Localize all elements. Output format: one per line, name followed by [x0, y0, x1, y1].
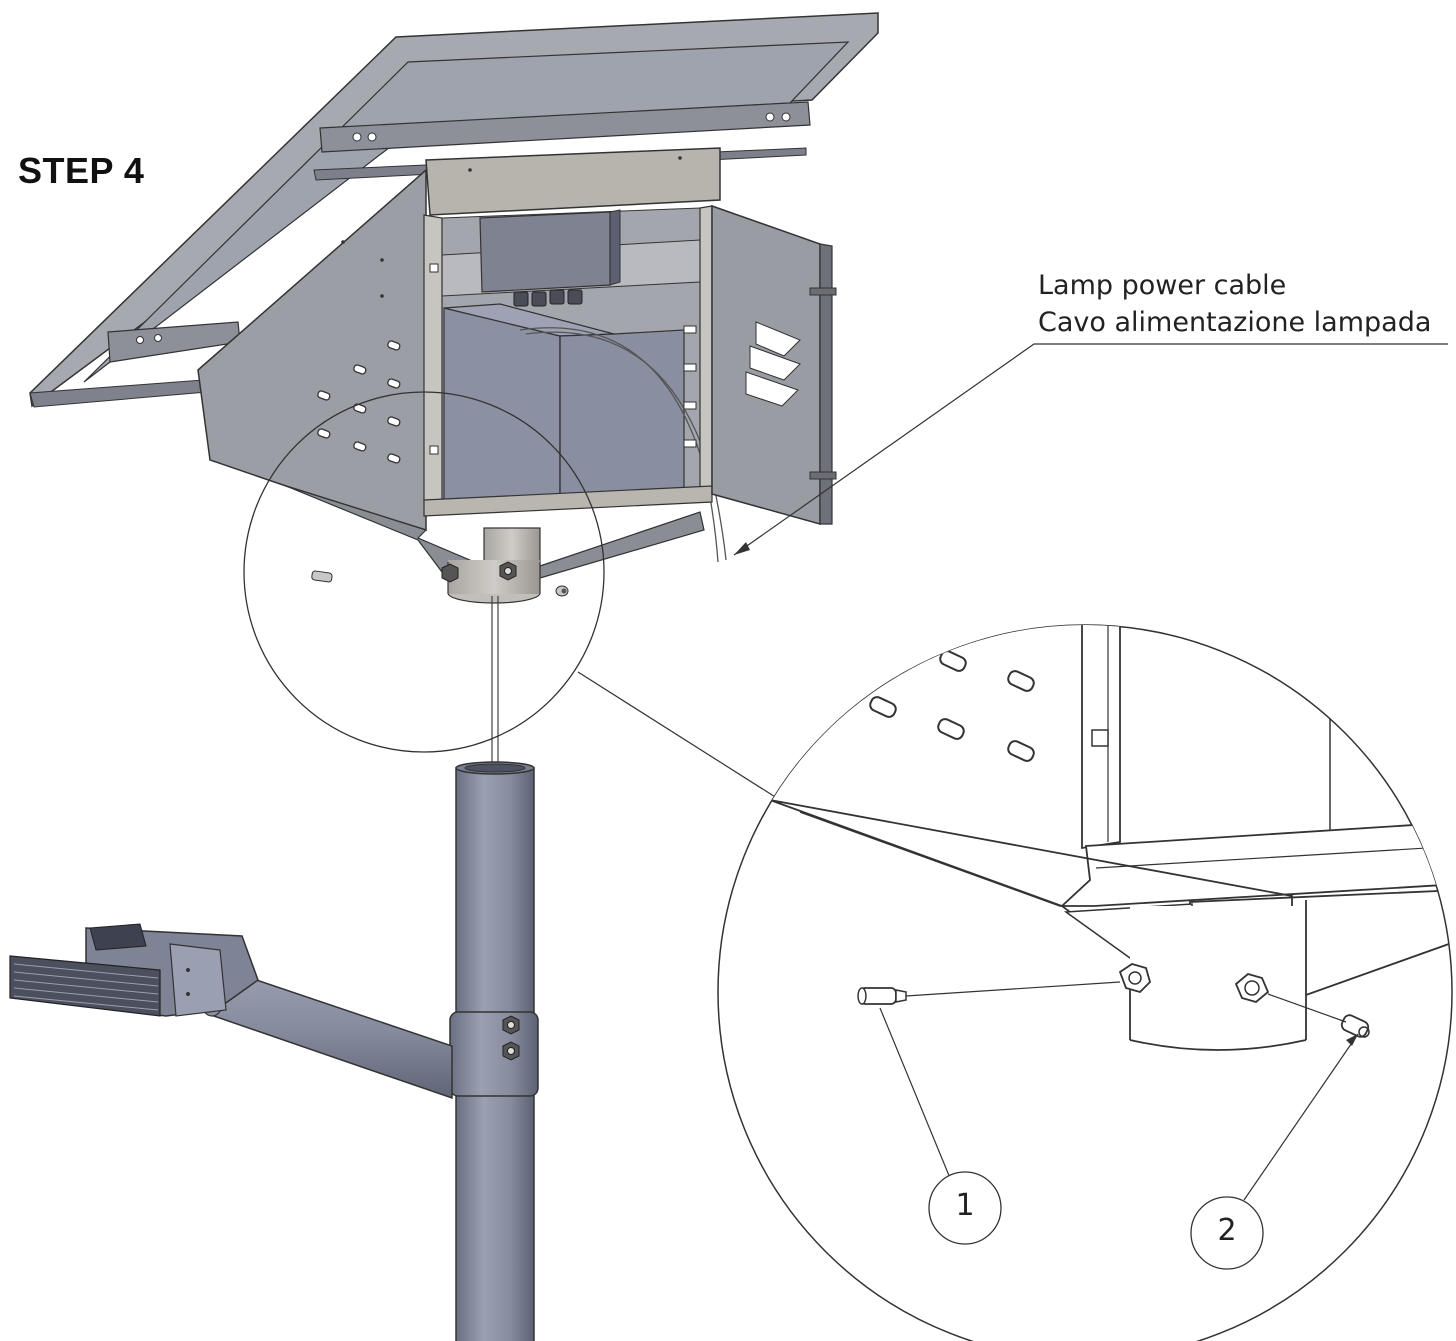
callout-label-italian: Cavo alimentazione lampada	[1038, 307, 1432, 338]
pole	[449, 761, 539, 1341]
badge-1-circle	[928, 1171, 1002, 1245]
badge-2-label: 2	[1217, 1213, 1237, 1248]
detail-source-circle	[243, 391, 605, 753]
badge-2-circle	[1190, 1196, 1264, 1270]
detail-leader	[577, 671, 781, 801]
solar-panel	[29, 12, 879, 408]
battery-enclosure	[197, 147, 837, 604]
step-title: STEP 4	[18, 150, 145, 191]
badge-1-label: 1	[955, 1188, 975, 1223]
led-lamp-head	[9, 923, 259, 1017]
cable-callout-leader	[733, 343, 1448, 556]
callout-label-english: Lamp power cable	[1038, 270, 1287, 301]
detail-enlargement	[717, 624, 1453, 1341]
